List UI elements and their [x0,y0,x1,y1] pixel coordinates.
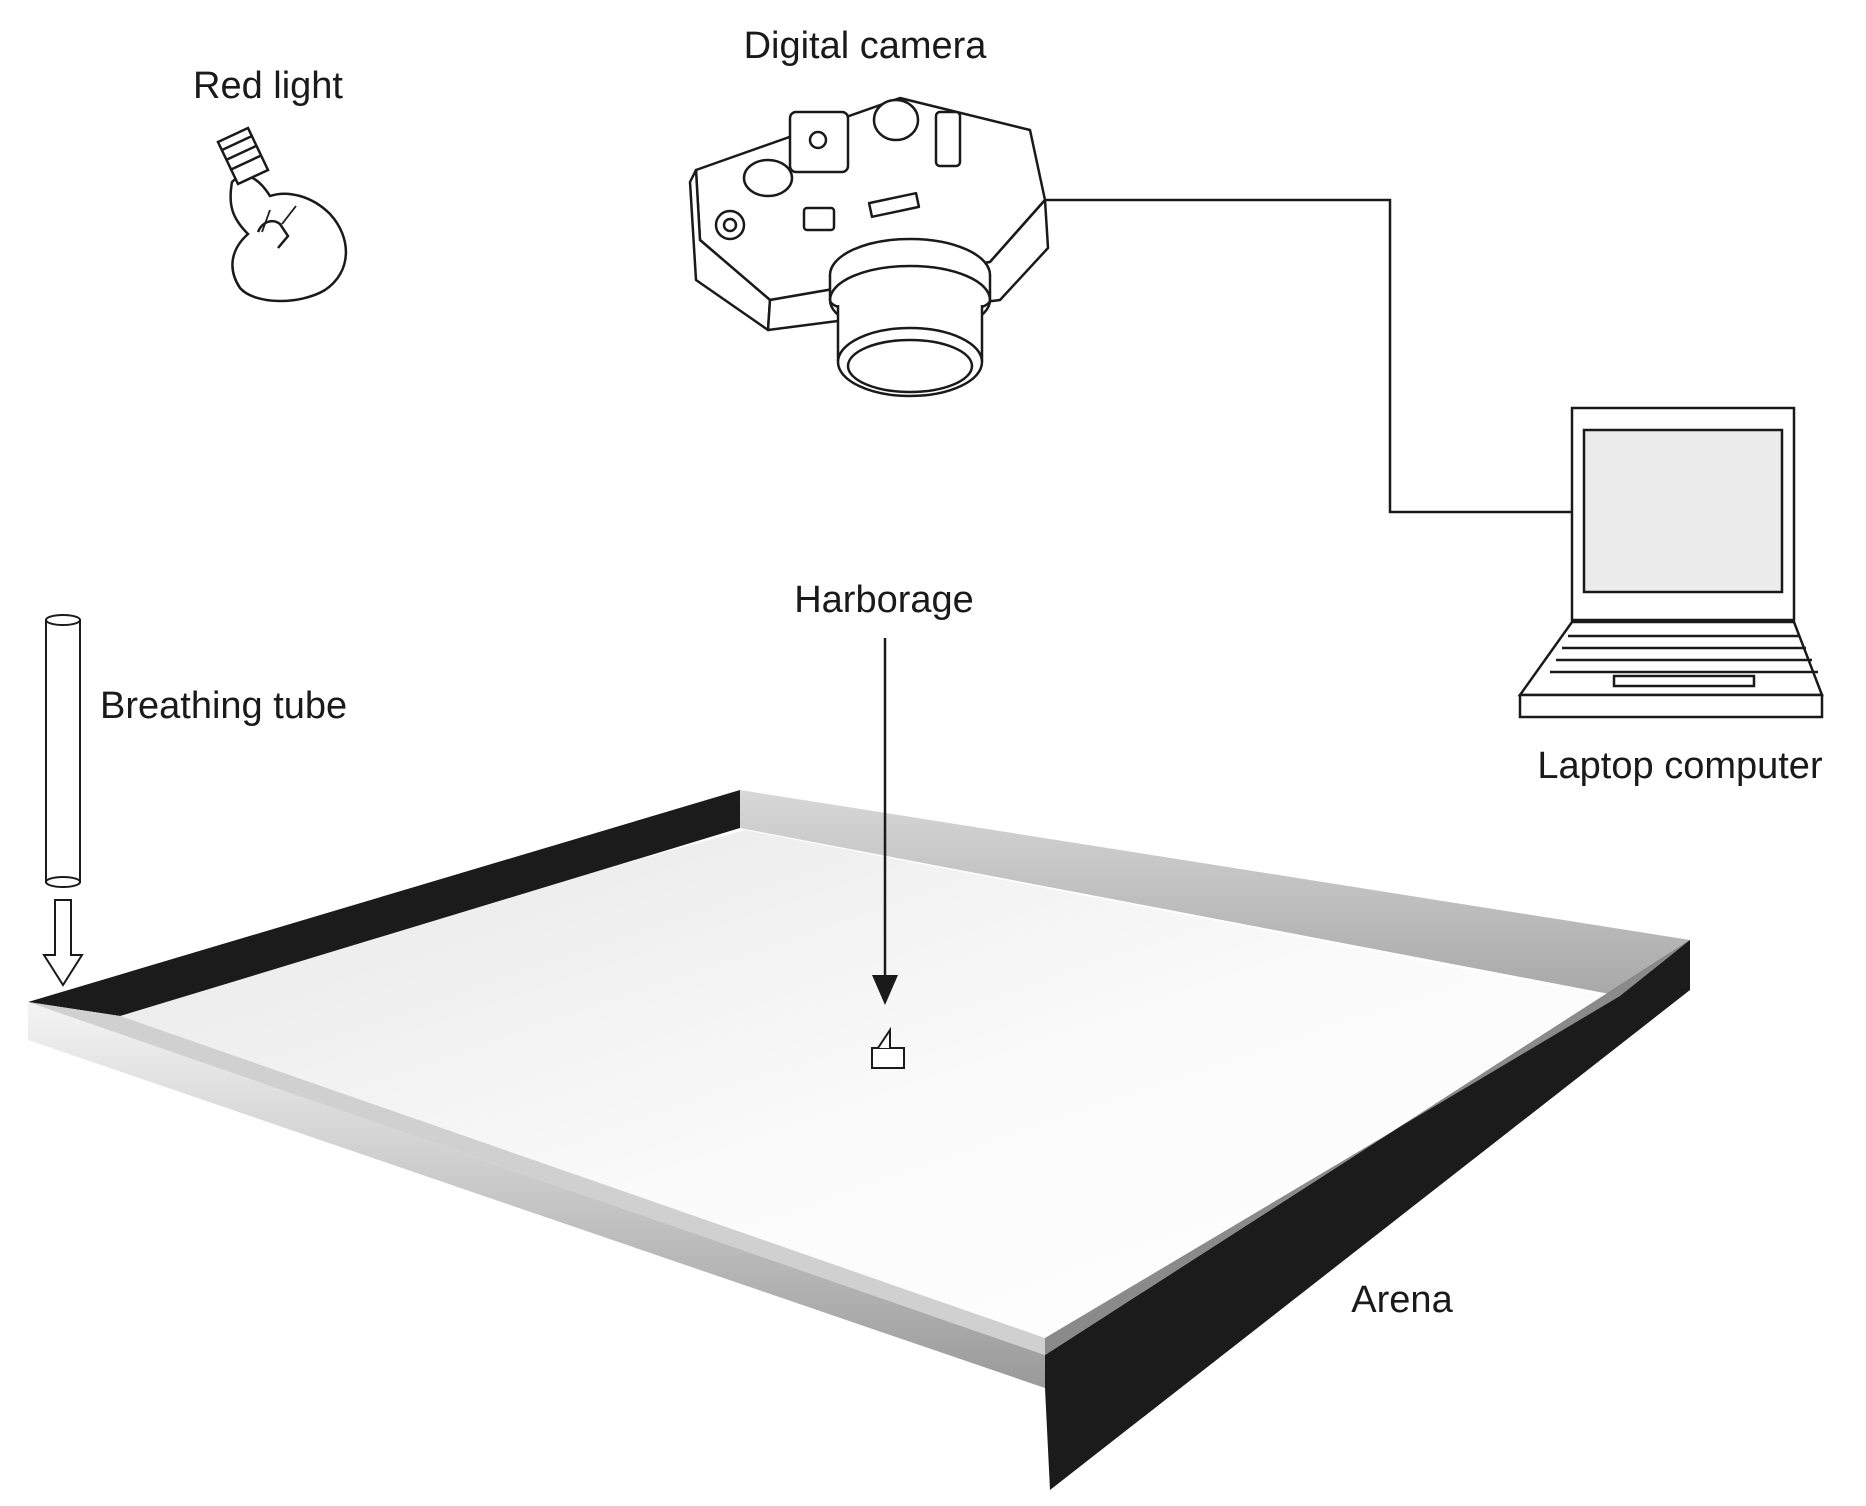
arena-front-right-edge [1045,940,1690,1355]
arena-front-left-wall [28,1002,1045,1388]
camera-icon [688,96,1050,398]
tube-down-arrow-icon [42,899,84,987]
harborage-pointer-arrowhead [872,975,898,1005]
harborage: Harborage [794,579,974,1069]
arena-front-left-rim [28,1002,1045,1355]
camera-laptop-cable [1045,198,1572,514]
digital-camera-label: Digital camera [744,25,988,67]
breathing-tube-label: Breathing tube [100,685,347,727]
tube-icon [45,614,81,888]
harborage-label: Harborage [794,579,974,621]
red-light-label: Red light [193,65,343,107]
arena-label: Arena [1351,1279,1453,1321]
arena-back-right-wall [740,790,1690,996]
light-bulb-icon [216,126,348,303]
arena-back-left-wall [28,790,740,1016]
breathing-tube: Breathing tube [42,614,347,987]
harborage-icon [871,1026,905,1069]
laptop-icon [1517,406,1824,719]
digital-camera: Digital camera [688,25,1050,398]
red-light: Red light [193,65,348,303]
laptop-computer: Laptop computer [1517,406,1824,787]
laptop-computer-label: Laptop computer [1537,745,1823,787]
arena-front-right-wall [1045,940,1690,1490]
arena [28,790,1690,1490]
